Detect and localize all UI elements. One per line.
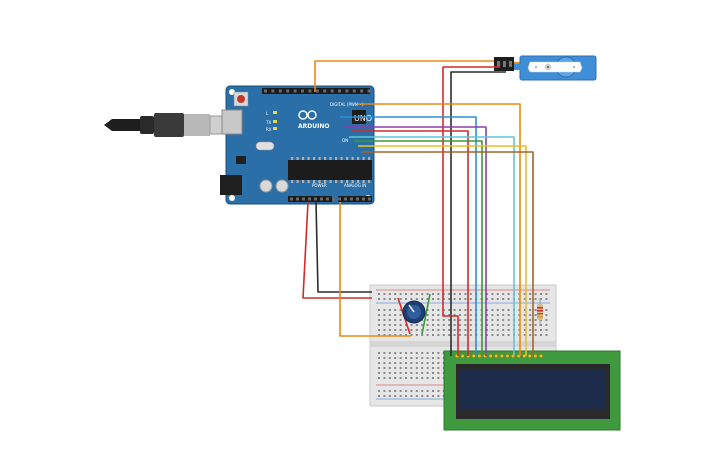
- wire-servo-ground: [450, 71, 506, 296]
- rx-led-label: RX: [266, 127, 272, 132]
- wire-lcd-cyan: [349, 136, 515, 356]
- wire-5v: [302, 201, 372, 299]
- wire-lcd-green: [354, 140, 483, 356]
- wire-lcd-purple: [344, 126, 487, 356]
- wire-lcd-blue: [340, 116, 477, 356]
- analog-header: [338, 196, 372, 202]
- analog-label: ANALOG IN: [344, 183, 366, 188]
- wire-pot-green: [421, 293, 431, 335]
- digital-label: DIGITAL (PWM~): [330, 102, 364, 107]
- wire-lcd-yellow: [358, 145, 527, 356]
- wires: [302, 60, 534, 356]
- resistor: [537, 298, 543, 326]
- servo-motor: [494, 55, 597, 81]
- wire-analog: [339, 202, 411, 337]
- l-led-label: L: [266, 111, 269, 116]
- wire-lcd-red: [352, 130, 469, 356]
- uno-label: UNO: [354, 114, 372, 123]
- tx-led-label: TX: [265, 120, 271, 125]
- wire-servo-signal: [314, 60, 494, 92]
- header-pins: [264, 89, 371, 201]
- wire-gnd: [315, 201, 372, 293]
- lcd-16x2: [443, 350, 621, 431]
- atmega-chip: [288, 160, 372, 180]
- wire-lcd-brown: [361, 151, 534, 356]
- power-label: POWER: [312, 183, 327, 188]
- power-jack: [220, 175, 242, 195]
- wire-bb-lcd-red: [442, 296, 459, 356]
- arduino-logo-text: ARDUINO: [298, 123, 329, 130]
- arduino-uno-board: ARDUINO UNO DIGITAL (PWM~) POWER ANALOG …: [220, 85, 375, 205]
- lcd-screen: [460, 370, 606, 410]
- servo-horn[interactable]: [527, 61, 583, 73]
- potentiometer[interactable]: [402, 300, 426, 324]
- wire-lcd-orange: [357, 103, 521, 356]
- usb-cable: [104, 113, 239, 137]
- wire-servo-power: [442, 66, 500, 296]
- reset-button[interactable]: [233, 91, 249, 107]
- on-led-label: ON: [342, 138, 348, 143]
- usb-port: [221, 109, 243, 135]
- arduino-logo-icon: [298, 110, 317, 120]
